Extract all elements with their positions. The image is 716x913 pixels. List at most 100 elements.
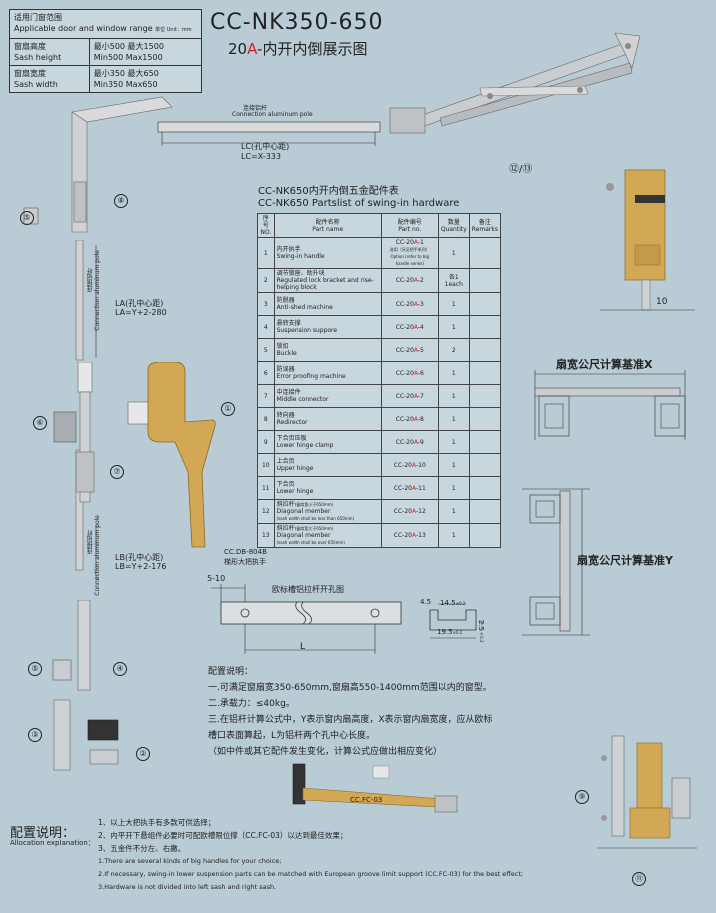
part-code-suffix: -1 [417,239,424,246]
range-value: 最小350 最大650 [93,69,159,78]
parts-col-header-cn: 配件名称 [315,218,340,226]
part-name: 斜拉杆(窗扇宽大于650mm)Diagonal member(sash widt… [273,523,382,548]
part-code: CC-20A-10 [380,453,439,477]
part-code-suffix: -10 [415,461,426,469]
part-qty-value: 1 [451,249,456,257]
part-name-en: Lower hinge [276,488,314,495]
parts-col-header-en: Part no. [398,225,422,233]
groove-tol-c: ±0.2 [479,631,484,643]
part-name-en: Diagonal member [276,508,331,515]
part-name-cn: 内开执手 [276,246,301,253]
part-code-prefix: CC-20 [395,369,414,377]
part-name-cn: 上合页 [276,458,295,465]
part-remarks [468,338,502,362]
part-code: CC-20A-11 [380,476,439,500]
part-name-en: Upper hinge [276,465,314,472]
notes-line: 三.在铝杆计算公式中，Y表示窗内扇高度，X表示窗内扇宽度，应从欧标 [208,715,493,725]
part-code-suffix: -7 [417,392,424,400]
part-qty-value: 1 [451,323,456,331]
lower-hinge-figure [597,735,697,849]
part-qty-value: 1 [451,461,456,469]
corner-drive-figure [71,96,173,233]
part-name-en: Regulated lock bracket and rise-helping … [276,277,374,291]
callout-11: ⑪ [632,872,646,886]
notes-line: 槽口表面算起，L为铝杆两个孔中心长度。 [208,731,376,741]
range-label-en: Sash height [14,53,62,62]
part-qty: 1 [437,384,470,408]
alloc-cn-line: 3、五金件不分左、右撇。 [98,844,186,853]
part-no: 1 [257,237,275,269]
notes-title: 配置说明： [208,667,254,677]
part-remarks [468,268,502,293]
part-code-highlight: A [413,438,418,446]
part-no: 5 [257,338,275,362]
handle-name: 梯形大把执手 [224,558,266,566]
part-qty: 1 [437,315,470,339]
part-code: CC-20A-2 [380,268,439,293]
part-name-cn: 防脱器 [276,297,295,304]
parts-col-header-en: Part name [312,225,344,233]
part-name-cn: 防误器 [276,366,295,373]
page-title: CC-NK350-650 [210,10,384,35]
alloc-sub: Allocation explanation： [10,839,95,847]
part-no: 12 [257,499,275,524]
lower-hardware-figure [52,600,119,771]
part-remarks [468,430,502,454]
callout-9: ⑨ [575,790,589,804]
callout-1: ① [221,402,235,416]
part-qty-value: 1 [451,484,456,492]
part-name-en-note: (sash width shall be over 650mm) [276,540,345,545]
groove-tol-b: ±0.2 [452,630,463,635]
part-code-note: 选用（另见把手系列） [389,247,430,252]
alloc-en-line: 3.Hardware is not divided into left sash… [98,883,277,891]
callout-12-13: ⑫/⑬ [509,164,533,175]
part-code-suffix: -2 [417,277,424,284]
top-pole-label-en: Connection aluminum pole [232,111,313,118]
part-code-highlight: A [411,508,416,515]
range-label: 窗扇高度 [14,42,46,51]
part-code-prefix: CC-20 [395,346,414,354]
part-qty-value: 1 [451,415,456,423]
part-name-en: Buckle [276,350,297,357]
parts-col-header-cn: 数量 [447,218,460,226]
part-name-cn: 锁扣 [276,343,289,350]
groove-title: 欧标槽铝拉杆开孔图 [272,585,344,594]
handle-figure [127,362,216,548]
subtitle-suffix: -内开内倒展示图 [257,40,368,58]
range-value-en: Min500 Max1500 [93,53,163,62]
part-code-suffix: -6 [417,369,424,377]
part-qty: 1 [437,361,470,385]
parts-title: CC-NK650内开内倒五金配件表 CC-NK650 Partslist of … [258,186,459,210]
part-code-suffix: -8 [417,415,424,423]
callout-6: ⑥ [33,416,47,430]
part-qty: 1 [437,430,470,454]
callout-3: ③ [28,728,42,742]
groove-d45: 4.5 [420,598,432,606]
part-no: 8 [257,407,275,431]
part-code-highlight: A [413,392,418,400]
ccfc03-label: CC.FC-03 [350,796,383,804]
part-qty: 1 [437,523,470,548]
groove-d510: 5-10 [207,574,226,583]
part-no: 2 [257,268,275,293]
part-code-highlight: A [413,277,418,284]
groove-d25-val: 2.5 [477,620,485,632]
part-code-prefix: CC-20 [395,392,414,400]
part-no: 3 [257,292,275,316]
stay-arm-figure [389,32,641,134]
parts-title-cn: CC-NK650内开内倒五金配件表 [258,186,399,197]
left-pole-label-en-a: Connection aluminum pole [94,250,101,331]
part-remarks [468,361,502,385]
part-no: 13 [257,523,275,548]
part-code-highlight: A [413,239,418,246]
alloc-list: 1、以上大把执手有多款可供选择； 2、内平开下悬组件必要时可配欧槽限位撑（CC.… [98,816,523,894]
handle-model: CC.DB-804B [224,548,267,556]
